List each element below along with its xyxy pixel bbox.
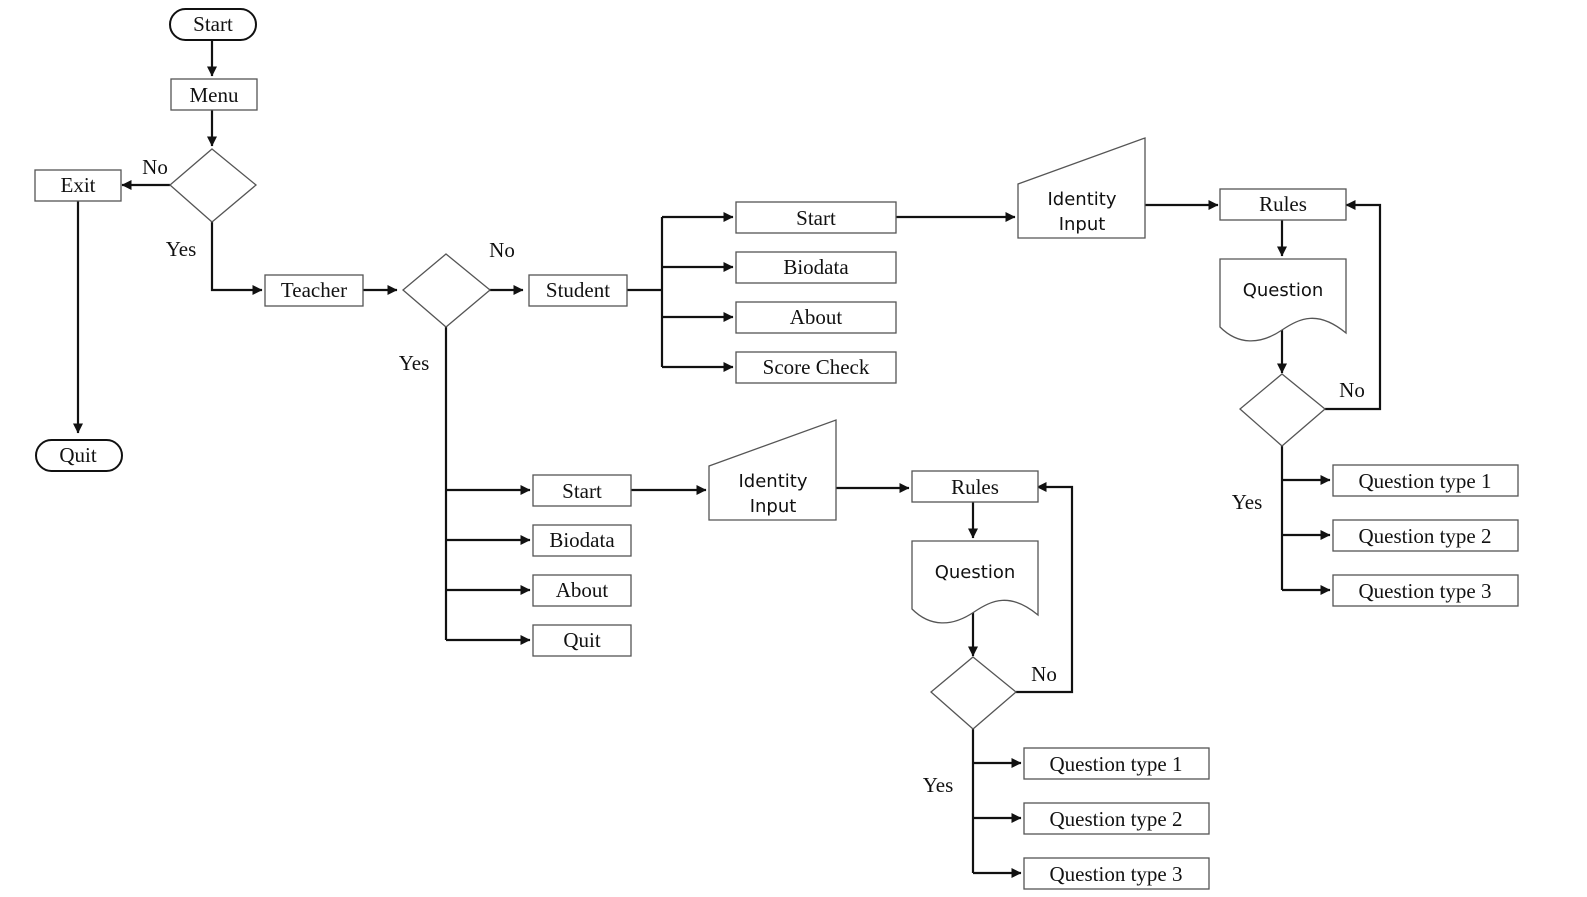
qtype-1-label: Question type 1 [1359, 469, 1492, 493]
student-start-label: Start [796, 206, 836, 230]
exit-label: Exit [61, 173, 96, 197]
qtype-1-label-2: Question type 1 [1050, 752, 1183, 776]
start-label: Start [193, 12, 233, 36]
yes-label-menu: Yes [166, 237, 197, 261]
rules-label: Rules [1259, 192, 1307, 216]
quit-terminator: Quit [35, 439, 123, 472]
student-qtype-3-box: Question type 3 [1332, 574, 1519, 607]
no-label-student-loop: No [1339, 378, 1365, 402]
student-biodata-label: Biodata [783, 255, 849, 279]
student-about-label: About [790, 305, 843, 329]
arrow-no-loop-to-rules-2 [1016, 482, 1074, 694]
student-question-document: Question [1219, 258, 1347, 342]
teacher-start-label: Start [562, 479, 602, 503]
exit-box: Exit [34, 169, 122, 202]
student-box: Student [528, 274, 628, 307]
teacher-rules-box: Rules [911, 470, 1039, 503]
teacher-biodata-label: Biodata [549, 528, 615, 552]
teacher-quit-box: Quit [532, 624, 632, 657]
student-score-check-label: Score Check [763, 355, 870, 379]
start-terminator: Start [169, 8, 257, 41]
teacher-question-document: Question [911, 540, 1039, 624]
connectors [73, 40, 1382, 878]
yes-label-student-types: Yes [1232, 490, 1263, 514]
teacher-qtype-1-box: Question type 1 [1023, 747, 1210, 780]
qtype-3-label-2: Question type 3 [1050, 862, 1183, 886]
teacher-question-decision-diamond [930, 656, 1018, 730]
student-question-decision-diamond [1239, 373, 1327, 447]
menu-label: Menu [190, 83, 239, 107]
teacher-about-box: About [532, 574, 632, 607]
student-qtype-2-box: Question type 2 [1332, 519, 1519, 552]
question-label-2: Question [935, 562, 1016, 583]
student-rules-box: Rules [1219, 188, 1347, 221]
teacher-quit-label: Quit [563, 628, 601, 652]
yes-label-teacher-types: Yes [923, 773, 954, 797]
teacher-qtype-2-box: Question type 2 [1023, 802, 1210, 835]
student-score-check-box: Score Check [735, 351, 897, 384]
teacher-box: Teacher [264, 274, 364, 307]
identity-input-label-line1-2: Identity [739, 471, 808, 492]
identity-input-label-line2-2: Input [750, 496, 797, 517]
no-label-role: No [489, 238, 515, 262]
quit-label: Quit [59, 443, 97, 467]
teacher-start-box: Start [532, 474, 632, 507]
identity-input-label-line2: Input [1059, 214, 1106, 235]
yes-label-role: Yes [399, 351, 430, 375]
student-biodata-box: Biodata [735, 251, 897, 284]
rules-label-2: Rules [951, 475, 999, 499]
student-start-box: Start [735, 201, 897, 234]
menu-decision-diamond [169, 148, 258, 223]
question-label: Question [1243, 280, 1324, 301]
arrow-no-loop-to-rules [1325, 200, 1382, 411]
student-identity-input: Identity Input [1017, 137, 1146, 239]
teacher-identity-input: Identity Input [708, 419, 837, 521]
no-label-menu: No [142, 155, 168, 179]
teacher-qtype-3-box: Question type 3 [1023, 857, 1210, 890]
student-qtype-1-box: Question type 1 [1332, 464, 1519, 497]
identity-input-label-line1: Identity [1048, 189, 1117, 210]
no-label-teacher-loop: No [1031, 662, 1057, 686]
menu-box: Menu [170, 78, 258, 111]
qtype-2-label-2: Question type 2 [1050, 807, 1183, 831]
teacher-biodata-box: Biodata [532, 524, 632, 557]
teacher-about-label: About [556, 578, 609, 602]
arrow-decision-to-teacher [210, 222, 263, 295]
student-label: Student [546, 278, 610, 302]
role-decision-diamond [401, 253, 492, 328]
qtype-2-label: Question type 2 [1359, 524, 1492, 548]
teacher-label: Teacher [281, 278, 347, 302]
student-about-box: About [735, 301, 897, 334]
qtype-3-label: Question type 3 [1359, 579, 1492, 603]
